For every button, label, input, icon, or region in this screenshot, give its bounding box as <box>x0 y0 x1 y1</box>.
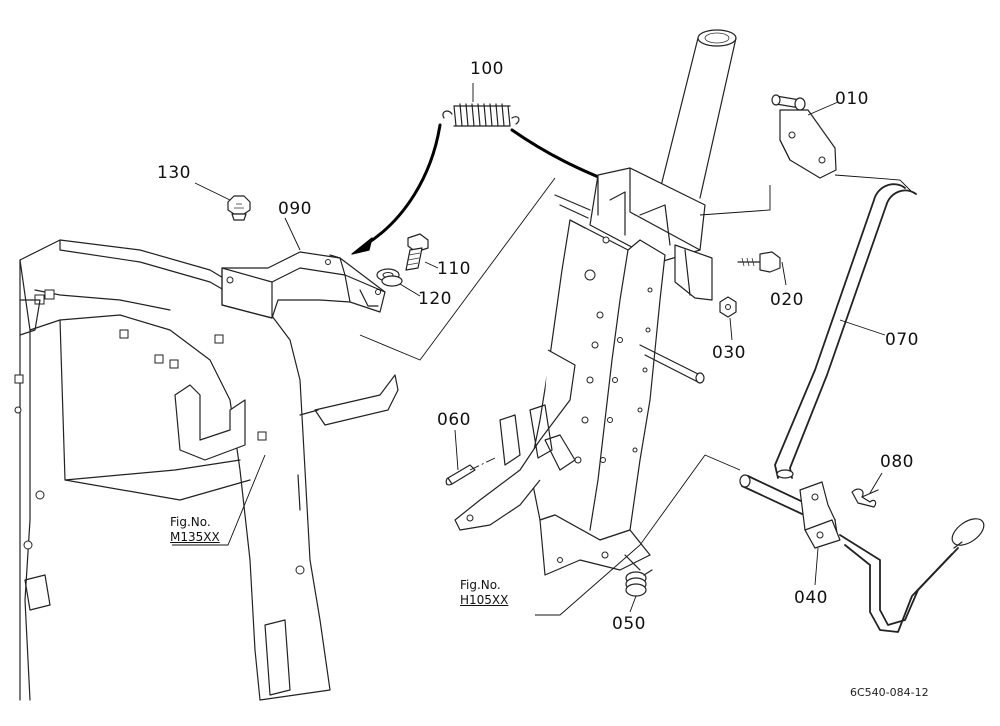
part-020-bolt <box>737 251 781 273</box>
fig-ref-column: Fig.No. H105XX <box>460 578 508 608</box>
callout-100: 100 <box>470 59 504 79</box>
part-070-rod <box>774 183 917 479</box>
callout-040: 040 <box>794 588 828 608</box>
part-090-bracket <box>221 251 386 319</box>
part-120-washer <box>376 268 403 287</box>
fig-ref-column-label: Fig.No. <box>460 578 501 592</box>
callout-leaders <box>194 83 886 613</box>
callout-110: 110 <box>437 259 471 279</box>
part-130-bolt <box>227 195 251 221</box>
part-040-pedal <box>739 474 985 633</box>
frame-assembly <box>14 239 399 701</box>
callout-130: 130 <box>157 163 191 183</box>
callout-030: 030 <box>712 343 746 363</box>
arrow-head-left <box>351 237 373 255</box>
fig-ref-frame-number: M135XX <box>170 530 220 544</box>
callout-010: 010 <box>835 89 869 109</box>
part-050-spring <box>624 554 653 597</box>
part-010-bracket <box>771 94 913 193</box>
spring-arrow-left <box>363 123 442 247</box>
fig-ref-frame: Fig.No. M135XX <box>170 515 220 545</box>
fig-ref-column-number: H105XX <box>460 593 509 607</box>
callout-080: 080 <box>880 452 914 472</box>
fig-ref-frame-label: Fig.No. <box>170 515 211 529</box>
callout-090: 090 <box>278 199 312 219</box>
callout-070: 070 <box>885 330 919 350</box>
part-100-spring <box>442 103 520 127</box>
drawing-code: 6C540-084-12 <box>850 686 929 699</box>
callout-120: 120 <box>418 289 452 309</box>
part-110-bolt <box>405 233 429 271</box>
callout-050: 050 <box>612 614 646 634</box>
steering-column <box>359 29 771 616</box>
part-060-pin <box>445 457 496 486</box>
callout-060: 060 <box>437 410 471 430</box>
part-030-nut <box>719 296 737 318</box>
part-080-pin <box>851 488 879 508</box>
callout-020: 020 <box>770 290 804 310</box>
